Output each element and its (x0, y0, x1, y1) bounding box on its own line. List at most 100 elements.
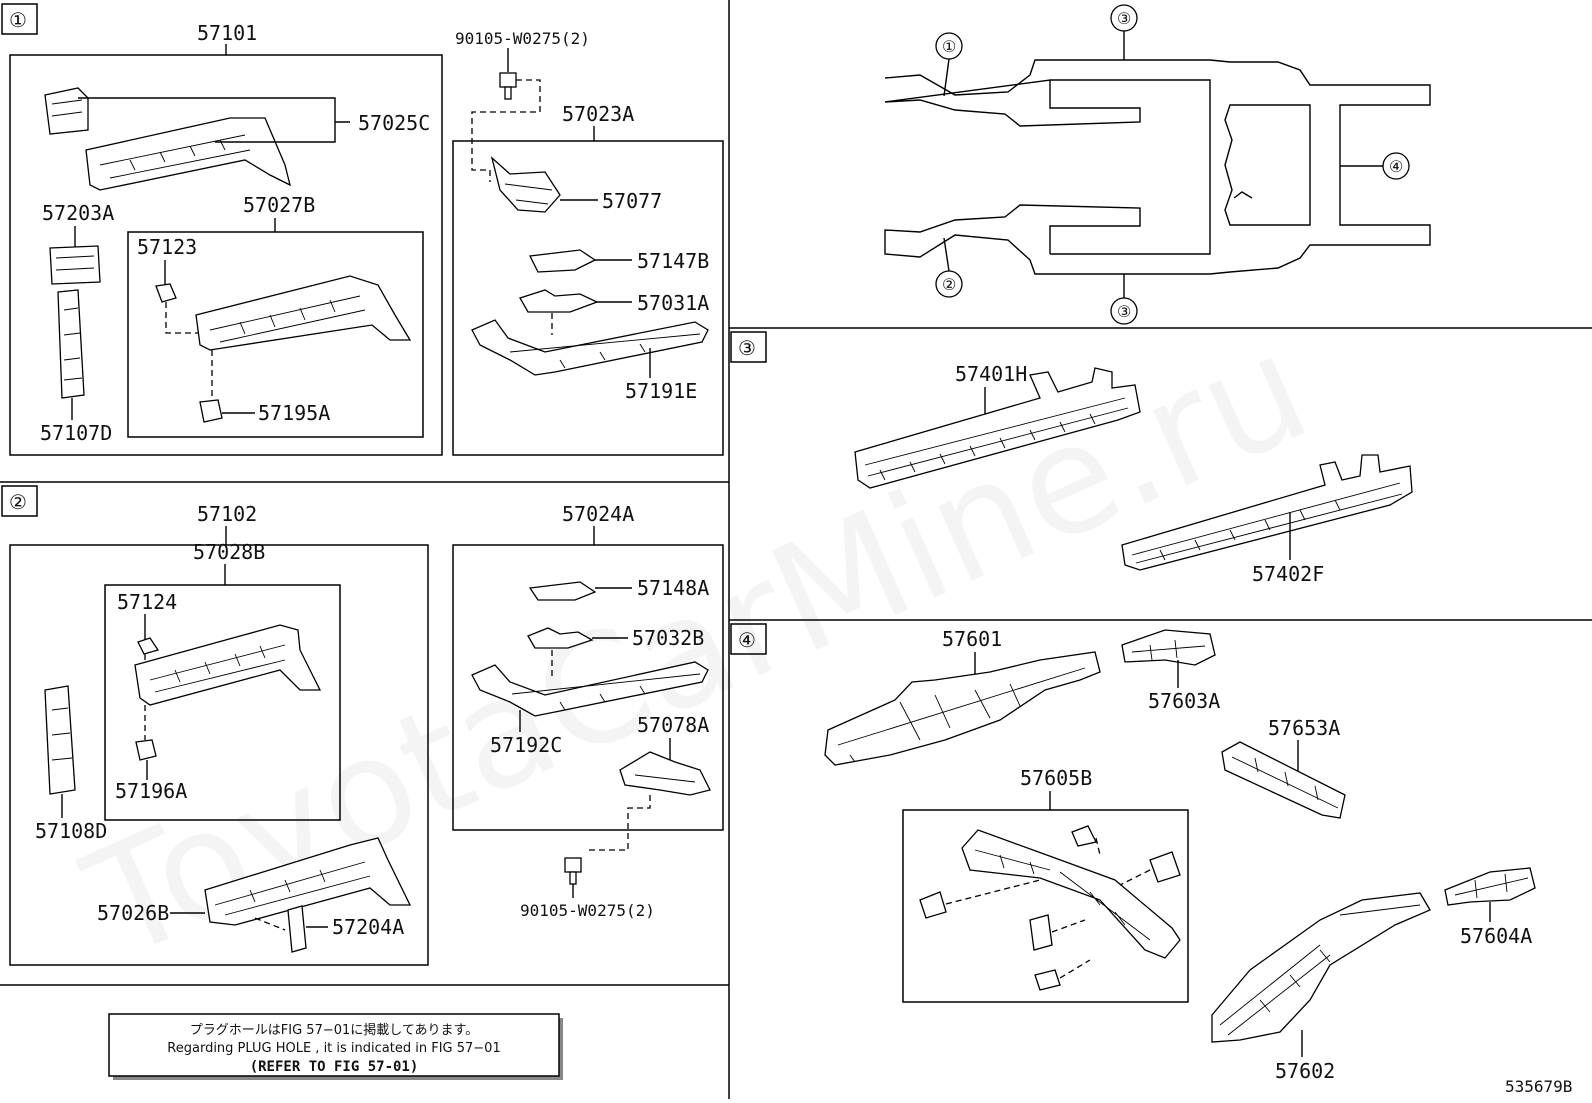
label-57191e: 57191E (625, 379, 697, 403)
part-57605b-bracket-3 (919, 891, 947, 919)
svg-text:③: ③ (1117, 302, 1131, 321)
part-57148a (528, 581, 597, 601)
overview-marker-3-bottom: ③ (1110, 274, 1138, 325)
assembly-box-57024a (452, 544, 724, 831)
section-2: 57102 57028B 57124 57196A 57108D (9, 502, 724, 966)
label-57027b: 57027B (243, 193, 315, 217)
subassembly-box-57027b (127, 231, 424, 438)
part-57025c-upper (44, 87, 89, 135)
part-57401h (854, 367, 1141, 489)
label-57108d: 57108D (35, 819, 107, 843)
part-57028b-rail (134, 624, 322, 706)
part-57203a (49, 245, 101, 285)
label-57107d: 57107D (40, 421, 112, 445)
part-57653a (1221, 741, 1346, 819)
part-57192c (471, 661, 709, 717)
section-marker-2: ② (1, 485, 38, 517)
label-57401h: 57401H (955, 362, 1027, 386)
label-57028b: 57028B (193, 540, 265, 564)
subassembly-box-57605b (902, 809, 1189, 1003)
part-57602 (1211, 892, 1431, 1043)
section-marker-1: ① (1, 3, 38, 35)
part-57605b-bracket-2 (1149, 851, 1181, 883)
part-57204a (287, 905, 307, 953)
label-57124: 57124 (117, 590, 177, 614)
label-57603a: 57603A (1148, 689, 1220, 713)
part-57031a (519, 289, 599, 313)
label-57025c: 57025C (358, 111, 430, 135)
svg-text:③: ③ (738, 336, 756, 360)
assembly-box-57102 (9, 544, 429, 966)
label-57102: 57102 (197, 502, 257, 526)
part-57605b-bracket-5 (1034, 969, 1061, 991)
part-57605b-bracket-1 (1071, 825, 1097, 847)
part-57605b-bracket-4 (1029, 914, 1053, 951)
label-57196a: 57196A (115, 779, 187, 803)
overview-marker-4: ④ (1340, 152, 1410, 180)
label-57026b: 57026B (97, 901, 169, 925)
part-57032b (527, 627, 594, 649)
part-57196a (135, 739, 157, 761)
part-57026b (204, 837, 412, 926)
label-57195a: 57195A (258, 401, 330, 425)
label-57077: 57077 (602, 189, 662, 213)
part-57077 (490, 156, 561, 213)
part-57123 (155, 283, 177, 303)
overview-marker-2: ② (935, 237, 963, 298)
label-57192c: 57192C (490, 733, 562, 757)
part-57027b-rail (195, 275, 412, 351)
label-57023a: 57023A (562, 102, 634, 126)
label-57604a: 57604A (1460, 924, 1532, 948)
overview-marker-3-top: ③ (1110, 4, 1138, 60)
svg-text:①: ① (942, 37, 956, 56)
section-1: 57101 57025C 57203A 57107D 57027B (9, 21, 724, 456)
part-57402f (1121, 454, 1413, 571)
document-id: 535679B (1505, 1077, 1572, 1096)
label-57147b: 57147B (637, 249, 709, 273)
svg-text:②: ② (942, 275, 956, 294)
note-reference: (REFER TO FIG 57-01) (250, 1059, 419, 1075)
bolt-icon-bottom (564, 857, 582, 885)
assembly-box-57023a (452, 140, 724, 456)
label-57653a: 57653A (1268, 716, 1340, 740)
svg-text:④: ④ (738, 628, 756, 652)
svg-text:④: ④ (1389, 157, 1403, 176)
svg-text:②: ② (9, 490, 27, 514)
part-57025c-rail (85, 117, 291, 191)
label-57203a: 57203A (42, 201, 114, 225)
label-57078a: 57078A (637, 713, 709, 737)
part-57604a (1444, 867, 1536, 906)
part-57605b-member (961, 829, 1181, 959)
label-57605b: 57605B (1020, 766, 1092, 790)
label-57204a: 57204A (332, 915, 404, 939)
svg-text:③: ③ (1117, 9, 1131, 28)
label-57032b: 57032B (632, 626, 704, 650)
label-57123: 57123 (137, 235, 197, 259)
frame-overview: ① ② ③ ③ ④ (884, 4, 1431, 325)
part-57107d (57, 289, 85, 399)
label-57148a: 57148A (637, 576, 709, 600)
svg-text:①: ① (9, 8, 27, 32)
section-marker-4: ④ (730, 623, 767, 655)
note-box: プラグホールはFIG 57−01に掲載してあります。 Regarding PLU… (108, 1013, 563, 1080)
subassembly-box-57028b (104, 584, 341, 821)
label-57101: 57101 (197, 21, 257, 45)
label-57602: 57602 (1275, 1059, 1335, 1083)
part-57108d (44, 685, 76, 795)
part-57195a (199, 399, 223, 423)
note-japanese: プラグホールはFIG 57−01に掲載してあります。 (190, 1022, 478, 1038)
part-57147b (529, 249, 597, 273)
section-4: 57601 57603A 57653A 57605B (824, 627, 1536, 1083)
label-57402f: 57402F (1252, 562, 1324, 586)
overview-marker-1: ① (935, 32, 963, 97)
bolt-icon-top (499, 72, 517, 100)
section-marker-3: ③ (730, 331, 767, 363)
part-57078a (619, 751, 711, 796)
note-english: Regarding PLUG HOLE , it is indicated in… (167, 1041, 500, 1056)
section-3: 57401H 57402F (854, 362, 1413, 586)
part-57124 (137, 637, 160, 655)
label-57024a: 57024A (562, 502, 634, 526)
label-57601: 57601 (942, 627, 1002, 651)
